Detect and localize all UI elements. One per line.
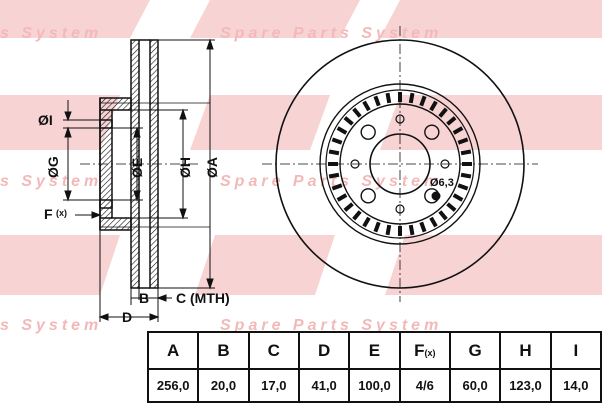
vent-slot <box>373 221 381 233</box>
vent-slot <box>460 172 472 179</box>
vent-slot <box>446 202 457 212</box>
spec-header-b: B <box>197 331 250 370</box>
rotor-inner-edge <box>319 83 481 245</box>
spec-header-a: A <box>146 331 200 370</box>
watermark-text: Spare Parts System <box>220 173 442 190</box>
spec-table-header-row: A B C D E F(x) G H I <box>146 331 602 370</box>
vent-slot <box>419 221 427 233</box>
label-diameter-g: ØG <box>45 156 61 178</box>
disc-front-view <box>262 26 538 302</box>
vent-slot <box>457 137 469 145</box>
vent-slot <box>446 116 457 126</box>
label-diameter-h: ØH <box>177 157 193 178</box>
vent-slot <box>460 149 472 156</box>
vent-slot <box>385 92 392 104</box>
watermark-text: s System <box>0 173 102 190</box>
vent-slot <box>408 92 415 104</box>
label-d: D <box>122 309 132 325</box>
spec-value-d: 41,0 <box>297 368 351 403</box>
spec-value-b: 20,0 <box>197 368 250 403</box>
hat-edge <box>339 103 461 225</box>
bolt-hole-section <box>99 119 113 129</box>
vent-slot <box>336 193 348 202</box>
watermark-text: s System <box>0 317 102 334</box>
vent-slot <box>429 216 438 228</box>
rotor-outer-edge <box>275 39 525 289</box>
vent-slot <box>457 183 469 191</box>
label-diameter-a: ØA <box>204 157 220 178</box>
vent-slot <box>438 107 448 118</box>
spec-header-e: E <box>348 331 401 370</box>
bolt-holes <box>350 114 450 214</box>
vent-slots <box>328 92 472 236</box>
watermark-text: s System <box>0 25 102 42</box>
spec-value-f: 4/6 <box>398 368 451 403</box>
pin-hole <box>440 159 450 169</box>
vent-slot <box>343 202 354 212</box>
bolt-hole <box>424 124 440 140</box>
pin-hole <box>350 159 360 169</box>
vent-slot <box>328 149 340 156</box>
vent-slot <box>452 126 464 135</box>
spec-header-g: G <box>448 331 502 370</box>
vent-slot <box>343 116 354 126</box>
vent-slot <box>419 95 427 107</box>
vent-slot <box>385 224 392 236</box>
label-b: B <box>139 290 149 306</box>
spec-header-c: C <box>247 331 300 370</box>
label-c: C (MTH) <box>176 290 230 306</box>
locating-hole <box>431 191 441 201</box>
vent-slot <box>352 107 362 118</box>
spec-table: A B C D E F(x) G H I 256,0 20,0 17,0 41,… <box>146 331 602 403</box>
watermark: Spare Parts System s System Spare Parts … <box>0 0 602 334</box>
vent-slot <box>373 95 381 107</box>
spec-value-i: 14,0 <box>549 368 602 403</box>
bolt-hole-section <box>99 199 113 209</box>
vent-slot <box>362 216 371 228</box>
label-f-sup: (x) <box>56 208 67 218</box>
vent-slot <box>362 100 371 112</box>
label-diameter-i: ØI <box>38 112 53 128</box>
spec-header-i: I <box>549 331 602 370</box>
spec-table-values-row: 256,0 20,0 17,0 41,0 100,0 4/6 60,0 123,… <box>146 368 602 403</box>
vent-slot <box>429 100 438 112</box>
vent-slot <box>438 210 448 221</box>
vent-slot <box>331 137 343 145</box>
label-diameter-e: ØE <box>129 158 145 178</box>
disc-side-view <box>80 39 210 289</box>
spec-value-e: 100,0 <box>348 368 401 403</box>
vent-slot <box>452 193 464 202</box>
dimension-lines <box>63 38 215 322</box>
spec-header-f: F(x) <box>398 331 451 370</box>
spec-header-f-sup: (x) <box>424 347 436 358</box>
vent-slot <box>331 183 343 191</box>
pin-hole <box>395 204 405 214</box>
watermark-text: Spare Parts System <box>220 317 442 334</box>
spec-value-h: 123,0 <box>499 368 552 403</box>
vent-slot <box>336 126 348 135</box>
watermark-text: Spare Parts System <box>220 25 442 42</box>
watermark-logo-shapes <box>0 0 602 295</box>
vent-slot <box>408 224 415 236</box>
vent-slot <box>328 172 340 179</box>
label-hole-diameter: Ø6,3 <box>430 177 454 189</box>
bolt-hole <box>360 124 376 140</box>
spec-header-d: D <box>297 331 351 370</box>
pin-hole <box>395 114 405 124</box>
spec-value-g: 60,0 <box>448 368 502 403</box>
spec-header-h: H <box>499 331 552 370</box>
centre-bore <box>369 133 431 195</box>
label-f: F <box>44 206 53 222</box>
bolt-hole <box>360 188 376 204</box>
vent-slot <box>352 210 362 221</box>
spec-value-c: 17,0 <box>247 368 300 403</box>
spec-value-a: 256,0 <box>146 368 200 403</box>
